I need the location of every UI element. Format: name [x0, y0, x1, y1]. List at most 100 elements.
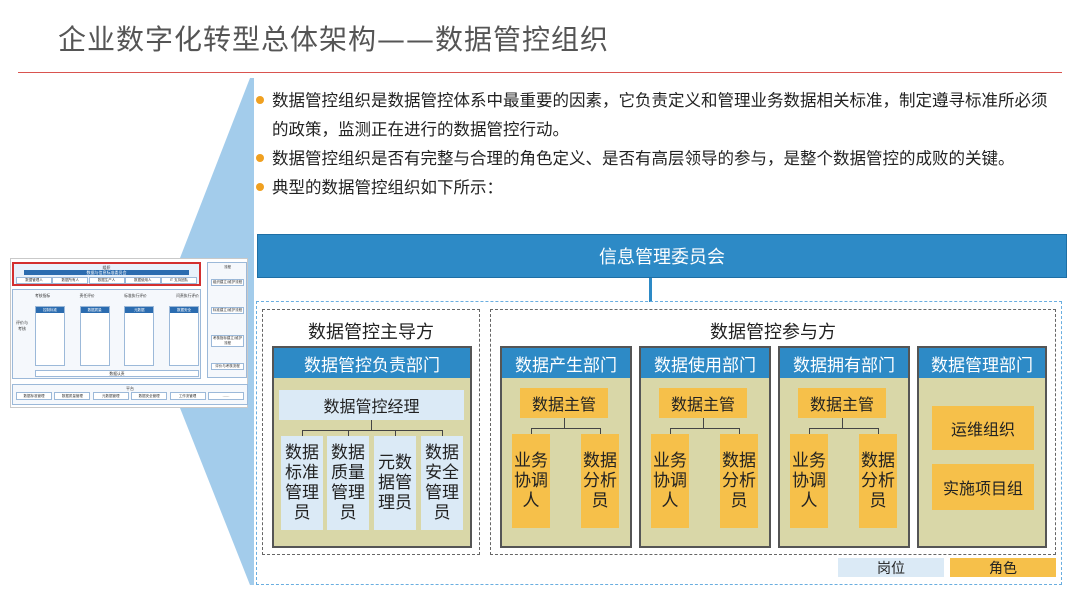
dept-title: 数据管理部门 [919, 348, 1045, 378]
position-label: 数据标准管理员 [285, 443, 319, 523]
role-label: 数据分析员 [722, 451, 756, 511]
data-owner-role: 数据主管 [659, 388, 747, 418]
thumb-eval-side: 评价与考核 [16, 320, 28, 331]
connector-line [531, 428, 532, 434]
participants-group-frame [490, 309, 1056, 555]
connector-line [371, 420, 372, 430]
thumb-platform-block: 平台 数据标准管理 数据质量管理 元数据管理 数据安全管理 工作流管理 …… [12, 384, 248, 405]
thumb-col-head: 数据安全 [169, 307, 198, 313]
title-divider [18, 72, 1062, 73]
connector-line [670, 428, 671, 434]
coordinator-role: 业务协调人 [512, 434, 550, 528]
connector-line [348, 430, 349, 436]
thumb-platform-item: …… [207, 392, 244, 400]
bullet-text: 数据管控组织是数据管控体系中最重要的因素，它负责定义和管理业务数据相关标准，制定… [272, 91, 1048, 139]
role-label: 业务协调人 [653, 451, 687, 511]
page-title: 企业数字化转型总体架构——数据管控组织 [58, 23, 610, 56]
data-owner-role: 数据主管 [798, 388, 886, 418]
bullet-item: 数据管控组织是否有完整与合理的角色定义、是否有高层领导的参与，是整个数据管控的成… [256, 144, 1056, 173]
ops-team-role: 运维组织 [932, 406, 1034, 450]
thumb-platform-item: 数据安全管理 [131, 392, 168, 400]
connector-line [302, 430, 442, 431]
thumb-org-item: 数据使用人 [124, 277, 161, 284]
role-label: 数据分析员 [861, 451, 895, 511]
thumb-process-title: 流程 [224, 265, 231, 269]
thumb-platform-title: 平台 [126, 386, 134, 391]
analyst-role: 数据分析员 [581, 434, 619, 528]
connector-line [302, 430, 303, 436]
bullet-dot [256, 183, 264, 191]
coordinator-role: 业务协调人 [790, 434, 828, 528]
lead-dept-title: 数据管控负责部门 [274, 348, 470, 378]
dept-title: 数据使用部门 [641, 348, 769, 378]
position-label: 元数据管理员 [378, 453, 412, 513]
thumb-platform-item: 数据标准管理 [16, 392, 52, 400]
connector-line [878, 428, 879, 434]
connector-line [531, 428, 601, 429]
bullet-text: 数据管控组织是否有完整与合理的角色定义、是否有高层领导的参与，是整个数据管控的成… [272, 149, 1015, 168]
thumb-process-item: 评价与考核流程 [211, 363, 244, 370]
thumb-process-item: 考核指标建立/维护流程 [211, 335, 244, 347]
committee-connector [649, 278, 652, 302]
thumb-platform-item: 工作流管理 [169, 392, 206, 400]
position-label: 数据安全管理员 [425, 443, 459, 523]
bullet-item: 数据管控组织是数据管控体系中最重要的因素，它负责定义和管理业务数据相关标准，制定… [256, 86, 1056, 144]
committee-box: 信息管理委员会 [257, 234, 1067, 278]
thumb-accountability: 数据认责 [35, 370, 199, 377]
position-metadata-admin: 元数据管理员 [374, 436, 416, 530]
thumb-process-block: 流程 组织建立/维护流程 标准建立/维护流程 考核指标建立/维护流程 评价与考核… [207, 262, 247, 378]
position-label: 数据质量管理员 [331, 443, 365, 523]
thumb-org-item: 数据管理人 [16, 277, 52, 284]
connector-line [842, 418, 843, 428]
thumb-org-committee: 数据与信息标准委员会 [24, 270, 189, 275]
connector-line [703, 418, 704, 428]
analyst-role: 数据分析员 [859, 434, 897, 528]
lead-group-title: 数据管控主导方 [308, 322, 434, 343]
role-label: 业务协调人 [514, 451, 548, 511]
manager-position: 数据管控经理 [279, 390, 464, 420]
connector-line [600, 428, 601, 434]
position-data-quality-admin: 数据质量管理员 [327, 436, 369, 530]
connector-line [395, 430, 396, 436]
governance-frame [256, 301, 1062, 585]
thumb-evaluation-block: 评价与考核 考核指标 责任评价 标准执行评价 问责执行评价 控制标准 数据质量 … [12, 289, 201, 379]
bullet-dot [256, 154, 264, 162]
thumb-process-item: 组织建立/维护流程 [211, 279, 244, 286]
thumb-eval-item: 问责执行评价 [176, 293, 199, 298]
analyst-role: 数据分析员 [720, 434, 758, 528]
thumb-organization-block: 组织 数据与信息标准委员会 数据管理人 数据所有人 数据生产人 数据使用人 IT… [12, 262, 201, 286]
lead-group-frame [262, 309, 480, 555]
connector-line [809, 428, 810, 434]
thumb-eval-item: 考核指标 [35, 293, 51, 298]
thumb-platform-item: 元数据管理 [92, 392, 129, 400]
project-team-role: 实施项目组 [932, 464, 1034, 510]
thumb-col-head: 数据质量 [80, 307, 109, 313]
position-data-security-admin: 数据安全管理员 [421, 436, 463, 530]
role-label: 业务协调人 [792, 451, 826, 511]
thumb-org-item: 数据所有人 [52, 277, 89, 284]
coordinator-role: 业务协调人 [651, 434, 689, 528]
thumb-eval-item: 标准执行评价 [124, 293, 147, 298]
position-data-standards-admin: 数据标准管理员 [281, 436, 323, 530]
dept-title: 数据拥有部门 [780, 348, 908, 378]
thumb-org-title: 组织 [102, 265, 111, 270]
bullet-list: 数据管控组织是数据管控体系中最重要的因素，它负责定义和管理业务数据相关标准，制定… [256, 86, 1056, 202]
thumb-org-item: IT 支持团队 [161, 277, 197, 284]
dept-title: 数据产生部门 [502, 348, 630, 378]
architecture-thumbnail: 组织 数据与信息标准委员会 数据管理人 数据所有人 数据生产人 数据使用人 IT… [10, 258, 248, 408]
connector-line [442, 430, 443, 436]
connector-line [564, 418, 565, 428]
thumb-col-head: 元数据 [125, 307, 154, 313]
thumb-platform-item: 数据质量管理 [54, 392, 91, 400]
bullet-dot [256, 96, 264, 104]
participants-group-title: 数据管控参与方 [710, 322, 836, 343]
bullet-item: 典型的数据管控组织如下所示： [256, 173, 1056, 202]
connector-line [670, 428, 740, 429]
thumb-process-item: 标准建立/维护流程 [211, 307, 244, 314]
thumb-org-item: 数据生产人 [88, 277, 125, 284]
connector-line [739, 428, 740, 434]
data-owner-role: 数据主管 [520, 388, 608, 418]
legend-position: 岗位 [838, 558, 944, 577]
connector-line [809, 428, 879, 429]
bullet-text: 典型的数据管控组织如下所示： [272, 178, 503, 197]
